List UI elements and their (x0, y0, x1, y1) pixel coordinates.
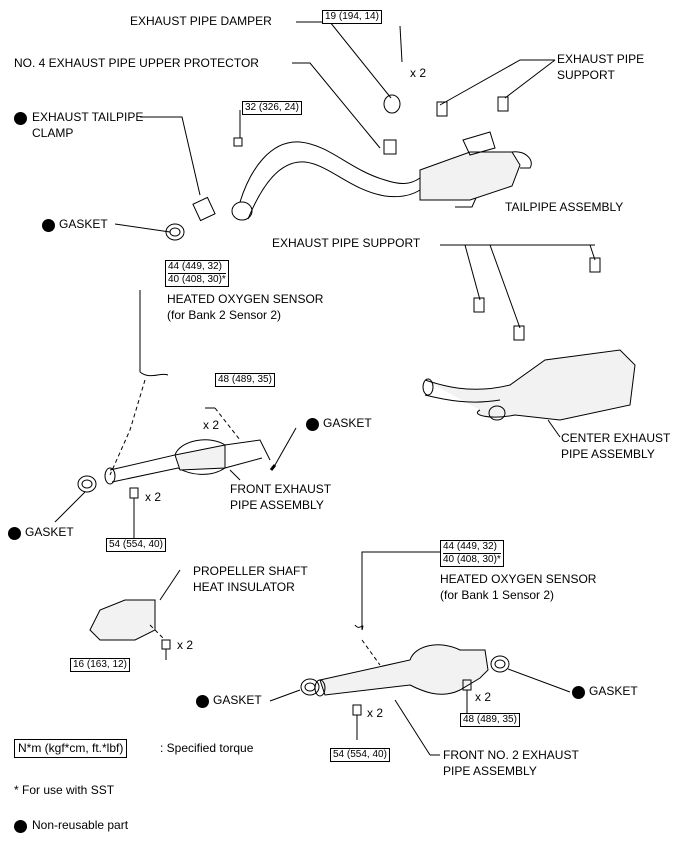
torque-48-b: 48 (489, 35) (460, 713, 520, 727)
legend-torque-text: : Specified torque (160, 741, 254, 755)
torque-44-bank1-line1: 44 (449, 32) (443, 541, 497, 552)
torque-54-a: 54 (554, 40) (106, 538, 166, 552)
torque-48-a: 48 (489, 35) (215, 373, 275, 387)
torque-19: 19 (194, 14) (322, 10, 382, 24)
label-front-exhaust-2: PIPE ASSEMBLY (230, 498, 324, 512)
torque-54-b: 54 (554, 40) (330, 748, 390, 762)
torque-44-bank2-line1: 44 (449, 32) (168, 261, 222, 272)
label-ho2-bank1-1: HEATED OXYGEN SENSOR (440, 572, 597, 586)
label-front-no2-1: FRONT NO. 2 EXHAUST (443, 748, 579, 762)
label-support-top-2: SUPPORT (557, 68, 615, 82)
label-tailpipe-clamp-1: EXHAUST TAILPIPE (32, 110, 144, 124)
nonreusable-dot-gasket-a (42, 219, 55, 232)
qty-nut-54b: x 2 (367, 706, 384, 720)
label-gasket-e: GASKET (589, 684, 638, 698)
label-front-no2-2: PIPE ASSEMBLY (443, 764, 537, 778)
label-ho2-bank1-2: (for Bank 1 Sensor 2) (440, 588, 555, 602)
legend-sst: * For use with SST (14, 783, 115, 797)
label-gasket-a: GASKET (59, 217, 108, 231)
label-propeller-1: PROPELLER SHAFT (193, 564, 308, 578)
qty-damper-bolt: x 2 (410, 66, 427, 80)
torque-44-bank1: 44 (449, 32) 40 (408, 30)* (440, 540, 504, 567)
qty-nut-54a: x 2 (145, 490, 162, 504)
label-exhaust-pipe-support-mid: EXHAUST PIPE SUPPORT (272, 236, 421, 250)
label-ho2-bank2-1: HEATED OXYGEN SENSOR (167, 292, 324, 306)
qty-bolt-48a: x 2 (203, 418, 220, 432)
label-propeller-2: HEAT INSULATOR (193, 580, 295, 594)
torque-32: 32 (326, 24) (242, 101, 302, 115)
legend-nonreusable-text: Non-reusable part (32, 818, 129, 832)
label-gasket-c: GASKET (25, 525, 74, 539)
label-no4-upper-protector: NO. 4 EXHAUST PIPE UPPER PROTECTOR (14, 56, 259, 70)
label-tailpipe-clamp-2: CLAMP (32, 126, 74, 140)
torque-16: 16 (163, 12) (70, 658, 130, 672)
label-gasket-b: GASKET (323, 416, 372, 430)
label-ho2-bank2-2: (for Bank 2 Sensor 2) (167, 308, 282, 322)
label-tailpipe-assembly: TAILPIPE ASSEMBLY (505, 200, 624, 214)
legend-nonreusable-dot (14, 820, 27, 833)
torque-44-bank2-line2: 40 (408, 30)* (168, 273, 226, 285)
label-front-exhaust-1: FRONT EXHAUST (230, 482, 332, 496)
torque-44-bank2: 44 (449, 32) 40 (408, 30)* (165, 260, 229, 287)
nonreusable-dot-gasket-e (572, 686, 585, 699)
label-gasket-d: GASKET (213, 693, 262, 707)
qty-bolt-48b: x 2 (475, 690, 492, 704)
nonreusable-dot-clamp (14, 112, 27, 125)
nonreusable-dot-gasket-b (306, 418, 319, 431)
label-center-exhaust-1: CENTER EXHAUST (561, 431, 671, 445)
nonreusable-dot-gasket-c (8, 527, 21, 540)
qty-bolt-16: x 2 (177, 638, 194, 652)
torque-44-bank1-line2: 40 (408, 30)* (443, 553, 501, 565)
legend-torque-box: N*m (kgf*cm, ft.*lbf) (14, 739, 128, 758)
label-center-exhaust-2: PIPE ASSEMBLY (561, 447, 655, 461)
nonreusable-dot-gasket-d (196, 695, 209, 708)
label-support-top-1: EXHAUST PIPE (557, 52, 645, 66)
label-exhaust-pipe-damper: EXHAUST PIPE DAMPER (130, 14, 272, 28)
